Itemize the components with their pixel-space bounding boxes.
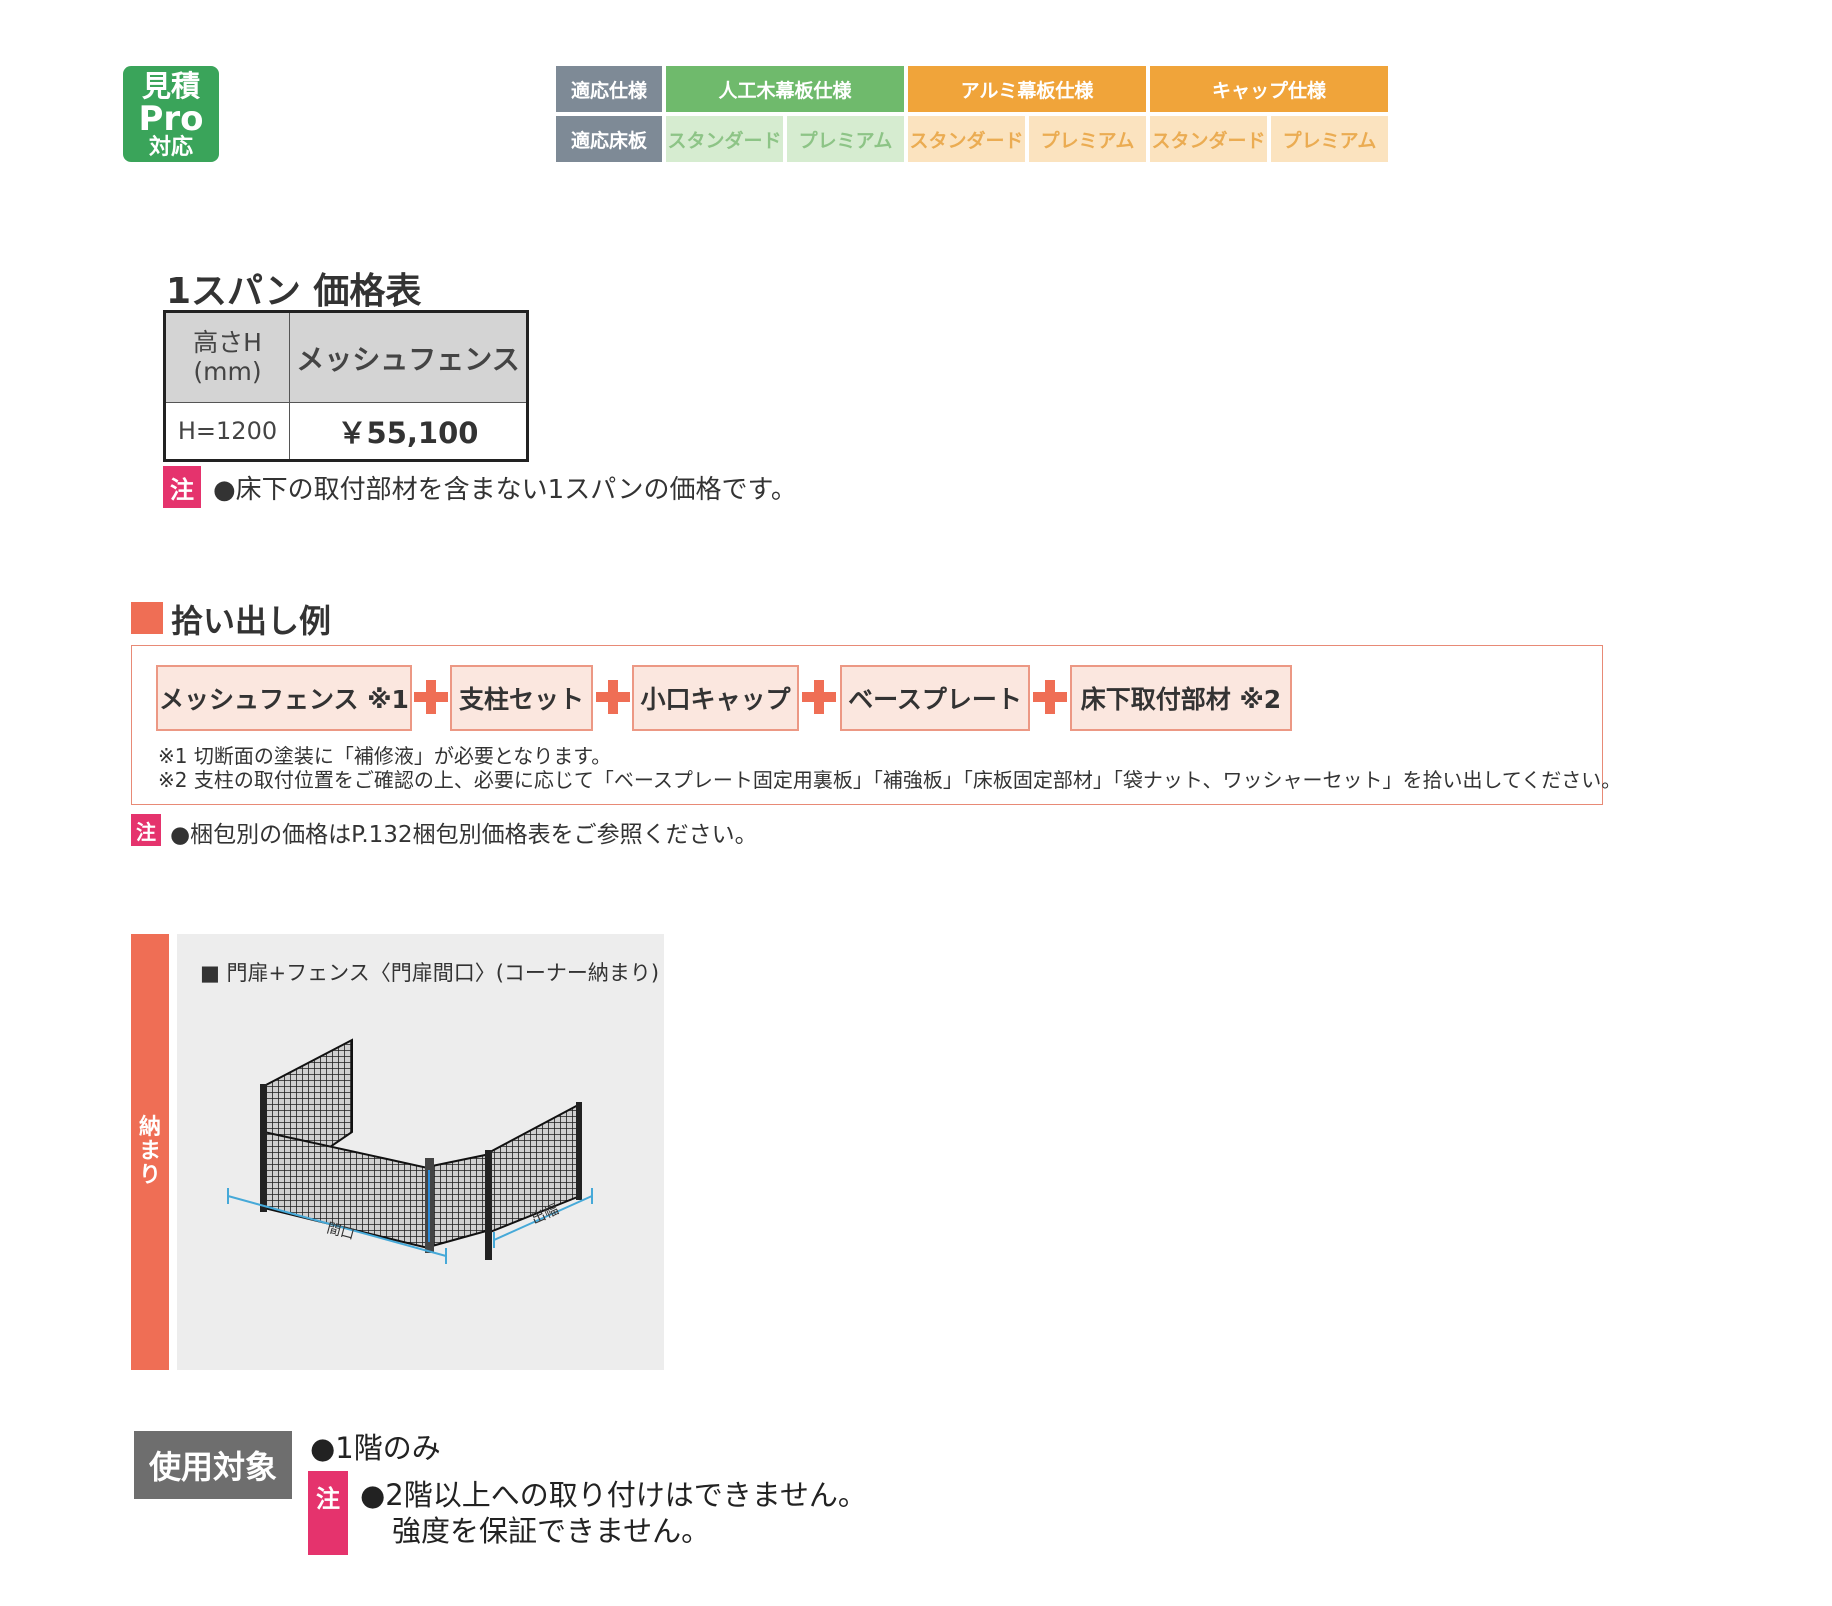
- spec-row-label: 適応仕様: [556, 66, 662, 112]
- badge-line2: Pro: [138, 99, 204, 139]
- pickup-item-post-set: 支柱セット: [450, 665, 593, 731]
- badge-line3: 対応: [148, 135, 193, 160]
- price-table: 高さH (mm) メッシュフェンス H=1200 ￥55,100: [163, 310, 529, 462]
- price-value: ￥55,100: [289, 402, 528, 461]
- footnote-1: ※1 切断面の塗装に「補修液」が必要となります。: [158, 744, 612, 768]
- floor-premium: プレミアム: [1271, 116, 1388, 162]
- floor-premium: プレミアム: [787, 116, 904, 162]
- price-table-title: 1スパン 価格表: [166, 271, 422, 312]
- usage-item: ●1階のみ: [310, 1431, 441, 1465]
- height-value: H=1200: [164, 402, 290, 461]
- floor-row-label: 適応床板: [556, 116, 662, 162]
- badge-line1: 見積: [141, 69, 200, 103]
- packing-note: ●梱包別の価格はP.132梱包別価格表をご参照ください。: [170, 822, 758, 848]
- footnote-2: ※2 支柱の取付位置をご確認の上、必要に応じて「ベースプレート固定用裏板」「補強…: [158, 768, 1622, 792]
- dim-width-label: 間口: [325, 1220, 356, 1243]
- floor-standard: スタンダード: [1150, 116, 1267, 162]
- usage-note-line2: 強度を保証できません。: [392, 1514, 711, 1548]
- plus-icon: [414, 680, 448, 714]
- note-badge: 注: [163, 466, 201, 508]
- diagram-caption: ■ 門扉+フェンス〈門扉間口〉(コーナー納まり): [200, 961, 660, 985]
- note-badge: 注: [131, 814, 161, 846]
- plus-icon: [596, 680, 630, 714]
- pickup-title: 拾い出し例: [171, 602, 332, 640]
- mitsumori-pro-badge: 見積 Pro 対応: [123, 66, 219, 162]
- plus-icon: [1033, 680, 1067, 714]
- diagram-panel: [177, 934, 664, 1370]
- note-badge: 注: [308, 1471, 348, 1555]
- pickup-item-base-plate: ベースプレート: [840, 665, 1030, 731]
- pickup-item-underfloor-parts: 床下取付部材 ※2: [1070, 665, 1292, 731]
- usage-note-line1: ●2階以上への取り付けはできません。: [360, 1478, 867, 1512]
- floor-standard: スタンダード: [666, 116, 783, 162]
- side-label: 納まり: [138, 1115, 161, 1189]
- pickup-box: [131, 645, 1603, 805]
- pickup-item-mesh-fence: メッシュフェンス ※1: [156, 665, 412, 731]
- spec-header-wood: 人工木幕板仕様: [666, 66, 904, 112]
- height-header-line2: (mm): [193, 356, 262, 386]
- fence-diagram: 間口 出幅: [227, 1038, 593, 1264]
- spec-header-aluminum: アルミ幕板仕様: [908, 66, 1146, 112]
- floor-premium: プレミアム: [1029, 116, 1146, 162]
- spec-header-cap: キャップ仕様: [1150, 66, 1388, 112]
- floor-standard: スタンダード: [908, 116, 1025, 162]
- product-header: メッシュフェンス: [289, 311, 528, 403]
- height-header-line1: 高さH: [193, 327, 262, 357]
- plus-icon: [802, 680, 836, 714]
- usage-label: 使用対象: [134, 1431, 292, 1499]
- section-marker: [131, 602, 163, 634]
- side-bar: [131, 934, 169, 1370]
- pickup-item-end-cap: 小口キャップ: [632, 665, 799, 731]
- height-header: 高さH (mm): [164, 311, 290, 403]
- price-note: ●床下の取付部材を含まない1スパンの価格です。: [213, 475, 797, 505]
